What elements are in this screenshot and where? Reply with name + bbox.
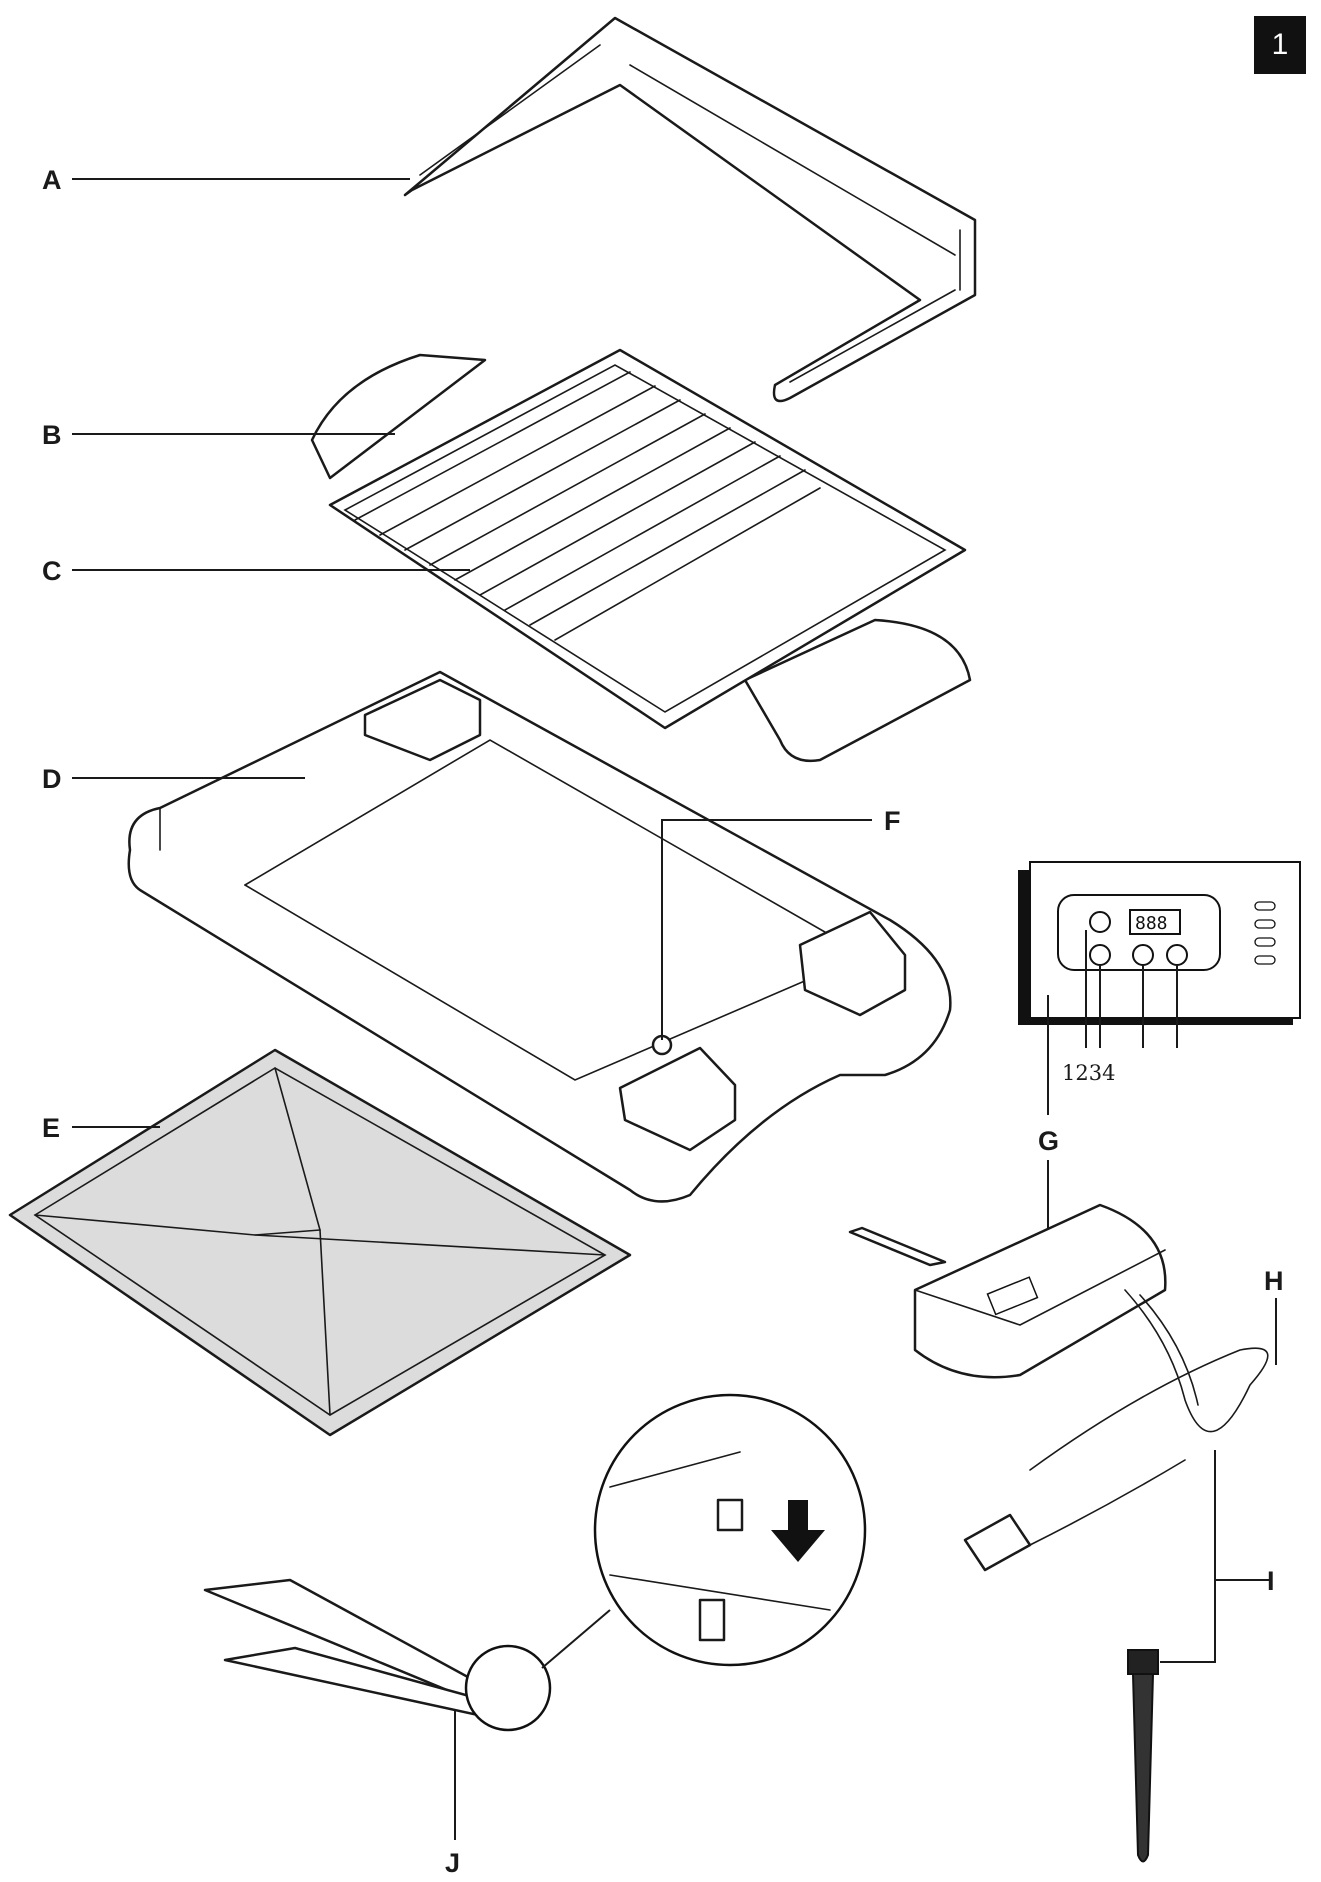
wind-guard-part xyxy=(403,16,977,403)
label-i: I xyxy=(1267,1566,1275,1596)
tongs-part xyxy=(203,1578,552,1732)
label-g: G xyxy=(1038,1126,1059,1156)
preset-icons xyxy=(1254,901,1276,965)
label-d: D xyxy=(42,764,62,794)
page-number-badge: 1 xyxy=(1254,16,1306,74)
leader-line-i-lower xyxy=(1160,1580,1216,1663)
tongs-magnified-detail xyxy=(593,1393,867,1667)
magnifier-connector xyxy=(541,1609,611,1669)
label-e: E xyxy=(42,1113,60,1143)
label-b: B xyxy=(42,420,62,450)
power-icon xyxy=(1089,911,1111,933)
label-j: J xyxy=(445,1848,460,1878)
minus-icon xyxy=(1132,944,1154,966)
control-panel-inset: 888 1234 xyxy=(1018,861,1301,1085)
controller-unit-part xyxy=(848,1203,1269,1572)
base-frame-part xyxy=(127,670,952,1203)
cable-tie-part xyxy=(1127,1649,1159,1863)
leader-line-f xyxy=(661,819,872,1040)
arrow-down-icon xyxy=(771,1500,825,1562)
button-numbers: 1234 xyxy=(1062,1061,1115,1085)
leader-line-i-upper xyxy=(1214,1450,1270,1581)
label-a: A xyxy=(42,165,62,195)
label-f: F xyxy=(884,806,901,836)
temperature-display: 888 xyxy=(1135,913,1168,934)
plus-icon xyxy=(1166,944,1188,966)
label-h: H xyxy=(1264,1266,1284,1296)
timer-icon xyxy=(1089,944,1111,966)
label-c: C xyxy=(42,556,62,586)
drip-tray-part xyxy=(8,1048,632,1437)
grill-plate-part xyxy=(310,348,972,763)
